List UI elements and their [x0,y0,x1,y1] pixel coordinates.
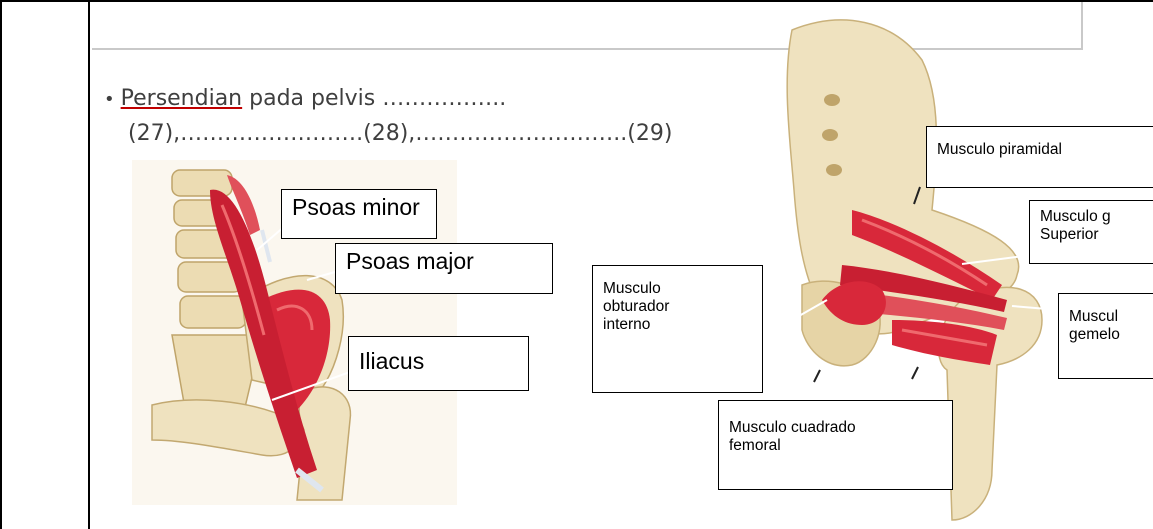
label-obturador-line1: Musculo [603,280,752,298]
table-border-divider [88,0,90,529]
label-cuadrado-line1: Musculo cuadrado [729,419,942,437]
label-musculo-gemelo-inferior: Muscul gemelo [1058,293,1153,379]
label-obturador-line2: obturador [603,298,752,316]
label-iliacus-text: Iliacus [359,348,518,375]
label-musculo-cuadrado-femoral: Musculo cuadrado femoral [718,400,953,490]
fill-in-blanks-line: (27),…………………….(28),………………………..(29) [128,121,672,146]
label-gemelo-sup-line1: Musculo g [1040,208,1146,226]
label-musculo-obturador-interno: Musculo obturador interno [592,265,763,393]
bullet-keyword: Persendian [121,86,243,111]
label-musculo-gemelo-superior: Musculo g Superior [1029,200,1153,264]
embedded-slide-image: • Persendian pada pelvis …………….. (27),………… [92,0,1153,529]
label-psoas-minor: Psoas minor [281,189,437,239]
label-obturador-line3: interno [603,316,752,334]
label-iliacus: Iliacus [348,336,529,391]
table-border-left [0,0,2,529]
bullet-dot: • [104,89,115,110]
bullet-text: pada pelvis …………….. [242,86,506,111]
label-piramidal-text: Musculo piramidal [937,141,1145,159]
label-psoas-major-text: Psoas major [346,248,542,275]
label-gemelo-inf-line1: Muscul [1069,308,1146,326]
label-musculo-piramidal: Musculo piramidal [926,126,1153,188]
label-cuadrado-line2: femoral [729,437,942,455]
label-psoas-minor-text: Psoas minor [292,194,426,221]
label-gemelo-inf-line2: gemelo [1069,326,1146,344]
label-psoas-major: Psoas major [335,243,553,294]
label-gemelo-sup-line2: Superior [1040,226,1146,244]
bullet-persendian: • Persendian pada pelvis …………….. [104,86,506,111]
